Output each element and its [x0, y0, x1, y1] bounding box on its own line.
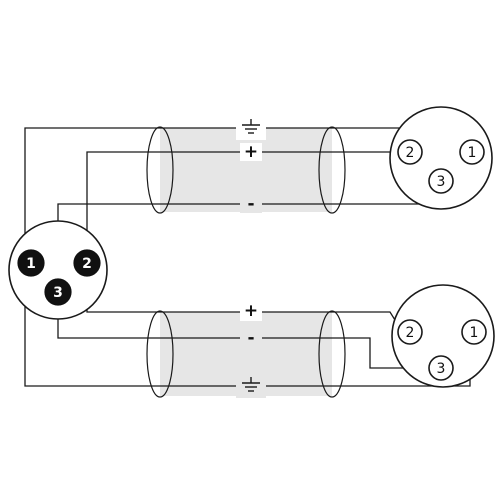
top-connector-pin-2: 2: [397, 139, 423, 165]
top-connector-pin-3: 3: [428, 168, 454, 194]
bottom-connector-pin-1: 1: [461, 319, 487, 345]
top-cable-labels: + -: [236, 118, 266, 214]
svg-text:1: 1: [26, 256, 36, 272]
bottom-cable-shield: [146, 310, 346, 398]
bottom-connector: 2 1 3: [391, 284, 495, 388]
bottom-connector-pin-2: 2: [397, 319, 423, 345]
svg-text:2: 2: [82, 256, 92, 272]
svg-text:1: 1: [470, 325, 479, 341]
svg-text:2: 2: [406, 145, 415, 161]
ground-icon: [242, 119, 260, 134]
source-pin-2: 2: [73, 249, 101, 277]
ground-icon: [242, 377, 260, 392]
bottom-cable-labels: + -: [236, 301, 266, 398]
top-plus-label: +: [244, 142, 258, 162]
bottom-plus-label: +: [244, 301, 258, 321]
top-minus-label: -: [247, 194, 254, 214]
source-pin-3: 3: [44, 278, 72, 306]
wire-plus-top: [86, 151, 406, 262]
bottom-minus-label: -: [247, 328, 254, 348]
source-connector: 1 2 3: [8, 220, 108, 320]
svg-text:1: 1: [468, 145, 477, 161]
svg-text:2: 2: [406, 325, 415, 341]
svg-text:3: 3: [437, 174, 446, 190]
top-connector-pin-1: 1: [459, 139, 485, 165]
source-pin-1: 1: [17, 249, 45, 277]
svg-text:3: 3: [437, 361, 446, 377]
bottom-connector-pin-3: 3: [428, 355, 454, 381]
wire-minus-bottom: [57, 292, 428, 369]
svg-text:3: 3: [53, 285, 63, 301]
top-connector: 2 1 3: [389, 106, 493, 210]
